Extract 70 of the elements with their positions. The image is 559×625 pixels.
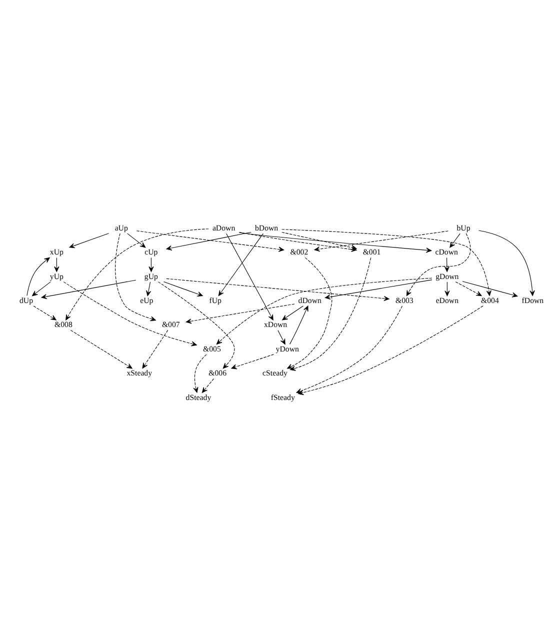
arrow: [282, 305, 304, 320]
arrow: [226, 232, 274, 320]
arrow: [282, 228, 492, 296]
arrow: [298, 305, 484, 395]
node-text: fDown: [522, 295, 544, 304]
node-text: cUp: [144, 247, 158, 256]
node-text: dSteady: [186, 392, 212, 402]
arrow: [202, 378, 214, 392]
arrow: [478, 230, 535, 296]
node-text: dDown: [298, 295, 322, 304]
arrow: [33, 305, 56, 320]
arrow: [146, 281, 152, 296]
arrow: [278, 330, 286, 344]
arrow: [66, 228, 209, 320]
node-text: fSteady: [270, 392, 295, 402]
node-text: bDown: [254, 222, 278, 232]
arrow: [231, 354, 274, 369]
arrow: [324, 279, 432, 299]
node-text: aDown: [212, 222, 236, 232]
arrow: [70, 329, 132, 368]
arrow: [450, 232, 460, 248]
arrow: [69, 232, 110, 248]
arrow: [193, 354, 207, 392]
node-text: &001: [362, 247, 381, 256]
node-text: dUp: [20, 295, 34, 304]
node-text: &003: [395, 295, 414, 304]
node-text: gDown: [436, 271, 459, 280]
arrow: [142, 329, 168, 368]
arrow: [290, 256, 372, 370]
node-text: aUp: [114, 222, 128, 232]
arrow: [163, 280, 203, 296]
arrow: [148, 256, 154, 272]
node-text: &006: [208, 368, 227, 378]
node-text: &005: [203, 344, 221, 353]
arrow: [287, 256, 332, 368]
arrow: [166, 231, 252, 250]
node-text: eDown: [436, 295, 459, 304]
arrow: [41, 279, 136, 299]
node-text: &008: [54, 320, 72, 329]
arrow: [63, 281, 197, 346]
node-text: xSteady: [126, 368, 152, 378]
node-text: eUp: [140, 295, 154, 304]
node-text: cDown: [435, 247, 458, 256]
node-text: xUp: [50, 247, 64, 256]
node-text: fUp: [209, 295, 222, 304]
node-text: &002: [290, 247, 308, 256]
arrow: [136, 230, 284, 252]
arrow: [166, 278, 390, 301]
arrow: [127, 232, 146, 248]
arrow: [218, 232, 264, 296]
node-text: cSteady: [262, 368, 288, 378]
arrow: [238, 232, 432, 252]
node-text: &004: [480, 295, 499, 304]
node-text: &007: [162, 320, 180, 329]
arrow: [115, 232, 156, 321]
arrow: [462, 280, 518, 297]
arrow: [54, 256, 60, 272]
arrow: [216, 277, 432, 344]
arrow: [455, 281, 482, 296]
arrow: [186, 303, 295, 324]
arrow: [158, 281, 235, 368]
arrow: [32, 281, 51, 296]
node-text: xDown: [264, 320, 288, 329]
node-text: gUp: [144, 271, 158, 280]
arrow: [406, 232, 471, 296]
node-text: yUp: [50, 271, 64, 280]
node-text: bUp: [456, 222, 470, 232]
arrow: [290, 305, 308, 344]
node-text: yDown: [276, 344, 299, 353]
arrow: [26, 256, 50, 296]
